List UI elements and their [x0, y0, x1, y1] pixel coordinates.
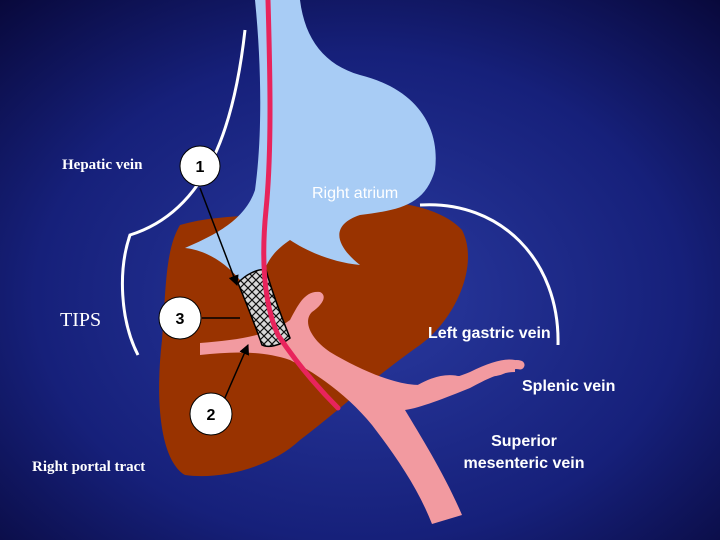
marker-2: 2: [189, 392, 233, 436]
right-outline-arc: [419, 203, 560, 346]
label-right-atrium: Right atrium: [312, 185, 398, 202]
marker-3-text: 3: [176, 311, 185, 328]
label-right-portal-tract: Right portal tract: [32, 459, 145, 475]
label-superior-mesenteric-1: Superior: [491, 433, 557, 450]
marker-3: 3: [158, 296, 202, 340]
label-splenic-vein: Splenic vein: [522, 378, 615, 395]
label-superior-mesenteric-2: mesenteric vein: [464, 455, 585, 472]
label-tips: TIPS: [60, 309, 101, 331]
pointer-2: [223, 344, 250, 401]
marker-2-text: 2: [207, 407, 216, 424]
left-gastric-vein: [405, 359, 525, 400]
label-hepatic-vein: Hepatic vein: [62, 157, 143, 173]
hepatic-outline-arc: [120, 29, 247, 356]
marker-1-text: 1: [196, 159, 205, 176]
portal-venous-system: [200, 291, 515, 524]
guide-wire: [261, 0, 341, 411]
label-left-gastric-vein: Left gastric vein: [428, 325, 551, 342]
pointer-1: [199, 187, 239, 286]
right-atrium: [185, 0, 436, 280]
marker-1: 1: [179, 145, 221, 187]
